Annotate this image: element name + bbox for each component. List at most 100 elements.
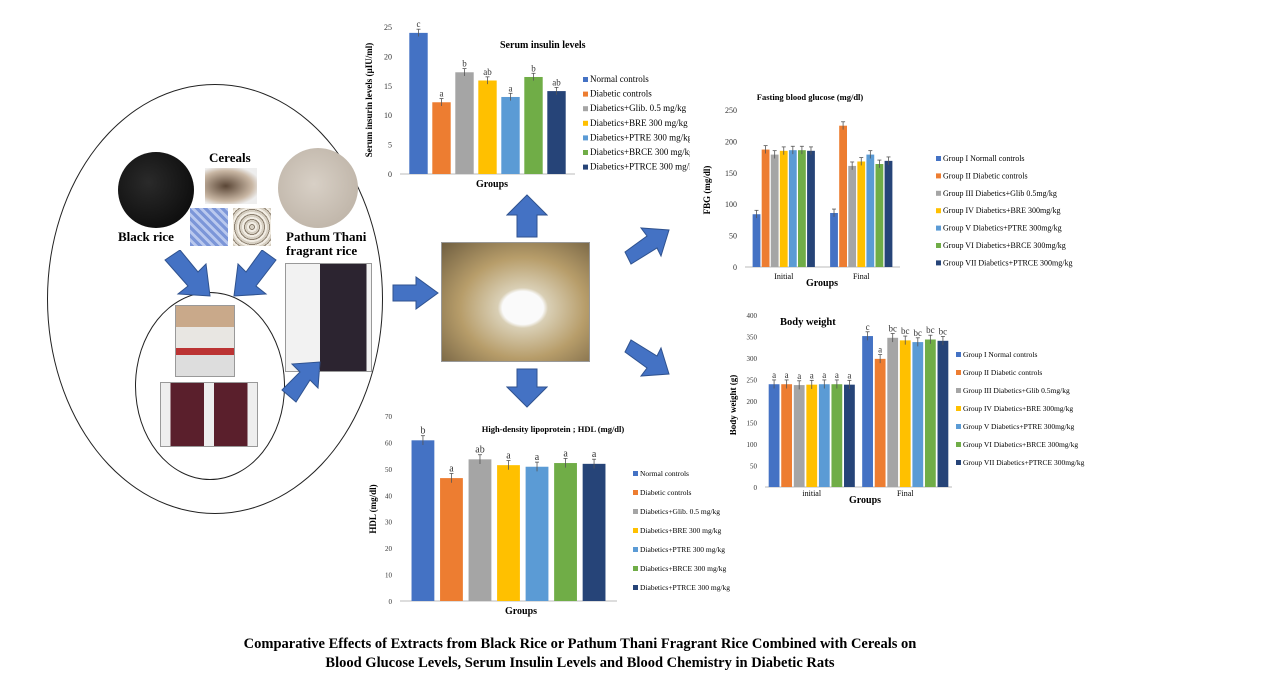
x-axis-label: Groups [806,278,838,289]
legend-label: Normal controls [590,74,649,84]
bar [887,337,899,487]
rotary-evaporator-image [285,263,372,372]
significance-letter: a [509,83,513,93]
legend-swatch [936,260,941,266]
bar [497,465,520,601]
legend-swatch [583,77,588,82]
y-tick-label: 20 [384,52,392,61]
y-tick-label: 150 [747,420,758,428]
y-tick-label: 250 [725,106,737,115]
y-tick-label: 50 [729,232,737,241]
bar [912,342,924,487]
significance-letter: a [785,370,789,380]
y-tick-label: 100 [747,441,758,449]
y-tick-label: 400 [747,312,758,320]
significance-letter: a [835,370,839,380]
legend-swatch [583,150,588,155]
bar [924,339,936,487]
black-rice-label: Black rice [118,229,174,244]
bar [874,358,886,487]
extract-bottles-image [160,382,258,447]
significance-letter: b [531,63,536,73]
bar [440,478,463,601]
y-tick-label: 0 [389,598,393,606]
arrow-black-rice-to-extract [164,250,211,297]
arrow-extract-to-evaporator [281,361,321,403]
bar [862,336,873,487]
cereals-label: Cereals [209,150,251,165]
bar [770,154,779,267]
bar [432,102,451,174]
bar [806,384,818,487]
process-ellipse [47,84,383,514]
arrow-to-body-weight [624,339,670,377]
significance-letter: ab [475,445,484,456]
arrow-to-insulin [506,194,548,238]
significance-letter: bc [926,325,935,335]
category-label: Final [853,272,870,281]
legend-label: Group II Diabetic controls [963,368,1042,377]
significance-letter: a [878,345,882,355]
bar [554,463,577,601]
legend-swatch [583,106,588,112]
bar [455,72,474,174]
bar [857,161,866,267]
arrow-to-fbg [624,227,670,265]
bar [478,80,497,174]
legend-swatch [633,509,638,514]
bar [884,160,893,267]
bar [525,466,549,601]
legend-swatch [936,225,941,231]
category-label: initial [802,489,821,498]
y-tick-label: 70 [385,413,393,421]
y-tick-label: 350 [747,334,758,342]
caption-line-2: Blood Glucose Levels, Serum Insulin Leve… [325,655,835,671]
legend-swatch [936,156,941,161]
chart-title: High-density lipoprotein ; HDL (mg/dl) [482,424,625,434]
significance-letter: bc [914,328,923,338]
legend-swatch [633,566,638,571]
legend-swatch [936,173,941,179]
significance-letter: bc [888,323,897,333]
significance-letter: b [462,59,467,69]
legend-label: Diabetics+PTRE 300 mg/kg [640,545,725,554]
bar [830,212,838,267]
bar [798,150,806,267]
legend-swatch [956,424,961,429]
legend-label: Group IV Diabetics+BRE 300mg/kg [963,404,1073,413]
bar [875,164,884,267]
cereal-spoon-image [205,168,257,204]
significance-letter: bc [901,326,910,336]
y-tick-label: 50 [750,463,758,471]
significance-letter: ab [552,77,561,87]
legend-swatch [956,352,961,357]
significance-letter: a [506,451,511,462]
category-label: Initial [774,272,794,281]
legend-label: Group II Diabetic controls [943,171,1028,180]
legend-label: Group III Diabetics+Glib 0.5mg/kg [963,386,1070,395]
legend-label: Group III Diabetics+Glib 0.5mg/kg [943,189,1057,198]
y-tick-label: 30 [385,519,393,527]
y-tick-label: 250 [747,377,758,385]
legend-swatch [583,91,588,97]
significance-letter: a [592,449,597,460]
significance-letter: a [535,452,540,463]
bar [793,385,805,487]
pathum-rice-powder-image [278,148,358,228]
y-tick-label: 10 [385,572,393,580]
y-tick-label: 20 [385,545,393,553]
y-tick-label: 10 [384,111,392,120]
legend-swatch [956,460,961,465]
bar [844,384,855,487]
bar [752,214,761,267]
legend-label: Group V Diabetics+PTRE 300mg/kg [963,422,1074,431]
x-axis-label: Groups [849,495,881,505]
y-tick-label: 150 [725,169,737,178]
legend-swatch [583,120,588,126]
legend-swatch [583,135,588,141]
bar [582,463,606,601]
significance-letter: ab [483,67,492,77]
legend-label: Group VII Diabetics+PTRCE 300mg/kg [943,258,1072,267]
